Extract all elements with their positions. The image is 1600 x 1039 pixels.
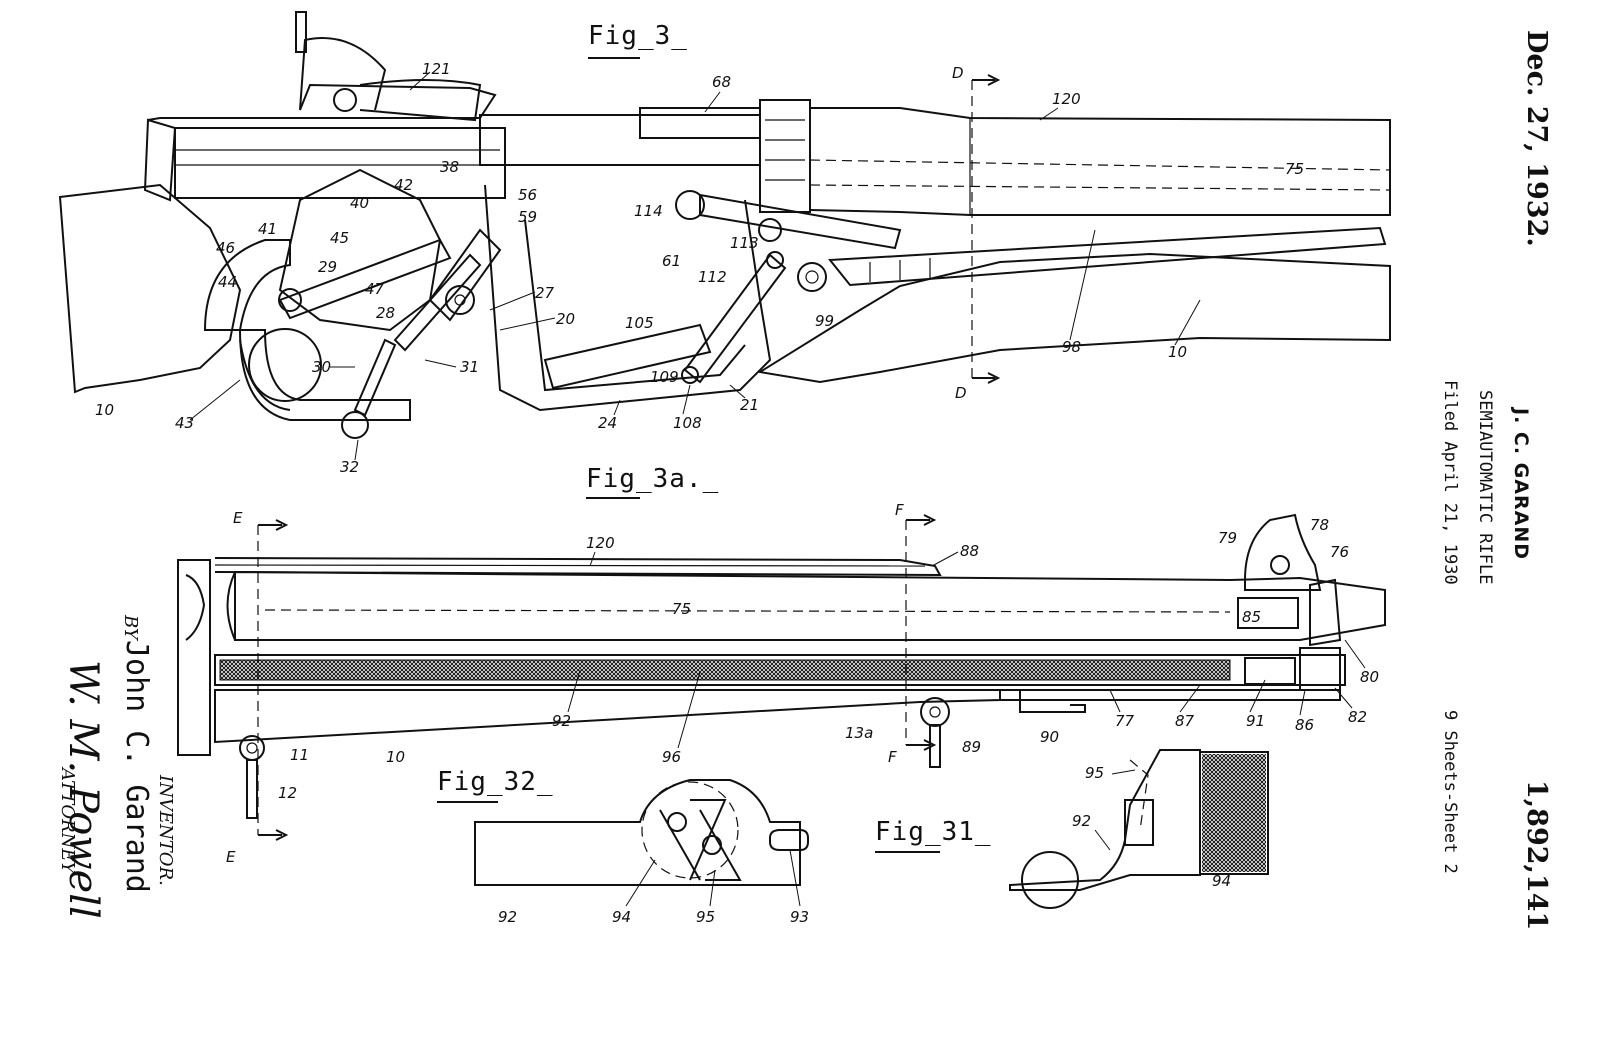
signature-block: INVENTOR. John C. Garand BY W. M. Powell… (57, 614, 176, 919)
fig-31-drawing: Fig_31_ 95 92 94 (875, 749, 1269, 909)
fig-3a-drawing: Fig_3a._ (177, 464, 1386, 866)
reference-numeral-27: 27 (535, 284, 555, 302)
filing-date: Filed April 21, 1930 (1440, 380, 1460, 585)
reference-numeral-11: 11 (290, 746, 309, 764)
inventor-signature-name: John C. Garand (119, 640, 154, 893)
reference-numeral-59: 59 (518, 208, 537, 226)
header-block: Dec. 27, 1932. 1,892,141 J. C. GARAND SE… (1440, 30, 1552, 930)
reference-numeral-68: 68 (712, 73, 731, 91)
reference-numeral-10: 10 (1168, 343, 1187, 361)
reference-numeral-108: 108 (673, 414, 702, 432)
attorney-signature: W. M. Powell (60, 660, 106, 919)
reference-numeral-121: 121 (422, 60, 451, 78)
section-d-top: D (952, 64, 964, 82)
reference-numeral-86: 86 (1295, 716, 1314, 734)
fig-31-label: Fig_31_ (875, 817, 992, 847)
reference-numeral-105: 105 (625, 314, 654, 332)
section-e-top: E (233, 509, 243, 527)
reference-numeral-96: 96 (662, 748, 681, 766)
reference-numeral-113: 113 (730, 234, 759, 252)
reference-numeral-42: 42 (394, 176, 413, 194)
by-label: BY (120, 614, 141, 642)
reference-numeral-112: 112 (698, 268, 727, 286)
reference-numeral-95: 95 (696, 908, 715, 926)
reference-numeral-109: 109 (650, 368, 679, 386)
reference-numeral-91: 91 (1246, 712, 1265, 730)
fig-3a-leader-lines (567, 551, 1366, 749)
reference-numeral-88: 88 (960, 542, 979, 560)
reference-numeral-114: 114 (634, 202, 663, 220)
reference-numeral-47: 47 (365, 280, 385, 298)
reference-numeral-38: 38 (440, 158, 459, 176)
section-e-bottom: E (226, 848, 236, 866)
reference-numeral-41: 41 (258, 220, 277, 238)
reference-numeral-40: 40 (350, 194, 369, 212)
reference-numeral-78: 78 (1310, 516, 1329, 534)
reference-numeral-29: 29 (318, 258, 337, 276)
invention-title: SEMIAUTOMATIC RIFLE (1475, 390, 1495, 584)
section-f-bottom: F (888, 748, 897, 766)
reference-numeral-28: 28 (376, 304, 395, 322)
reference-numeral-12: 12 (278, 784, 297, 802)
fig-32-label: Fig_32_ (437, 767, 554, 797)
reference-numeral-90: 90 (1040, 728, 1059, 746)
reference-numeral-76: 76 (1330, 543, 1349, 561)
inventor-label: INVENTOR. (155, 774, 176, 886)
sheet-count: 9 Sheets-Sheet 2 (1440, 710, 1460, 874)
reference-numeral-24: 24 (598, 414, 617, 432)
reference-numeral-43: 43 (175, 414, 194, 432)
reference-numeral-56: 56 (518, 186, 537, 204)
reference-numeral-79: 79 (1218, 529, 1237, 547)
fig-3-reference-numerals: 121 68 120 38 42 56 59 40 41 45 46 29 47… (95, 60, 1304, 476)
stock-butt (58, 183, 242, 394)
fig-3a-reference-numerals: 120 88 79 78 76 75 85 80 92 96 10 13a 89… (278, 516, 1379, 802)
reference-numeral-77: 77 (1115, 712, 1135, 730)
section-d-bottom: D (955, 384, 967, 402)
reference-numeral-87: 87 (1175, 712, 1195, 730)
reference-numeral-98: 98 (1062, 338, 1081, 356)
reference-numeral-31: 31 (460, 358, 479, 376)
reference-numeral-92: 92 (498, 908, 517, 926)
reference-numeral-46: 46 (216, 239, 235, 257)
fig-3-leader-lines (189, 71, 1201, 461)
reference-numeral-20: 20 (556, 310, 575, 328)
reference-numeral-120: 120 (1052, 90, 1081, 108)
reference-numeral-93: 93 (790, 908, 809, 926)
attorney-label: ATTORNEY (57, 766, 78, 876)
reference-numeral-82: 82 (1348, 708, 1367, 726)
fig-3a-label: Fig_3a._ (586, 464, 719, 494)
stock-forend (757, 252, 1391, 384)
reference-numeral-99: 99 (815, 312, 834, 330)
reference-numeral-80: 80 (1360, 668, 1379, 686)
fig-32-reference-numerals: 92 94 95 93 (498, 908, 809, 926)
reference-numeral-45: 45 (330, 229, 349, 247)
section-f-top: F (895, 501, 904, 519)
reference-numeral-61: 61 (662, 252, 681, 270)
reference-numeral-21: 21 (740, 396, 759, 414)
reference-numeral-10: 10 (95, 401, 114, 419)
reference-numeral-92: 92 (1072, 812, 1091, 830)
reference-numeral-92: 92 (552, 712, 571, 730)
reference-numeral-89: 89 (962, 738, 981, 756)
reference-numeral-75: 75 (1285, 160, 1304, 178)
fig-32-drawing: Fig_32_ 92 94 95 93 (437, 767, 809, 926)
reference-numeral-44: 44 (218, 273, 237, 291)
reference-numeral-120: 120 (586, 534, 615, 552)
patent-date: Dec. 27, 1932. (1521, 30, 1552, 247)
reference-numeral-94: 94 (1212, 872, 1231, 890)
reference-numeral-94: 94 (612, 908, 631, 926)
reference-numeral-30: 30 (312, 358, 331, 376)
reference-numeral-85: 85 (1242, 608, 1261, 626)
patent-number: 1,892,141 (1521, 780, 1552, 930)
reference-numeral-10: 10 (386, 748, 405, 766)
fig-3-drawing: Fig_3_ (58, 11, 1391, 476)
inventor-heading: J. C. GARAND (1510, 406, 1532, 560)
reference-numeral-13a: 13a (845, 724, 873, 742)
reference-numeral-32: 32 (340, 458, 359, 476)
fig-3-label: Fig_3_ (588, 21, 688, 51)
reference-numeral-95: 95 (1085, 764, 1104, 782)
fig-31-reference-numerals: 95 92 94 (1072, 764, 1231, 890)
reference-numeral-75: 75 (672, 600, 691, 618)
